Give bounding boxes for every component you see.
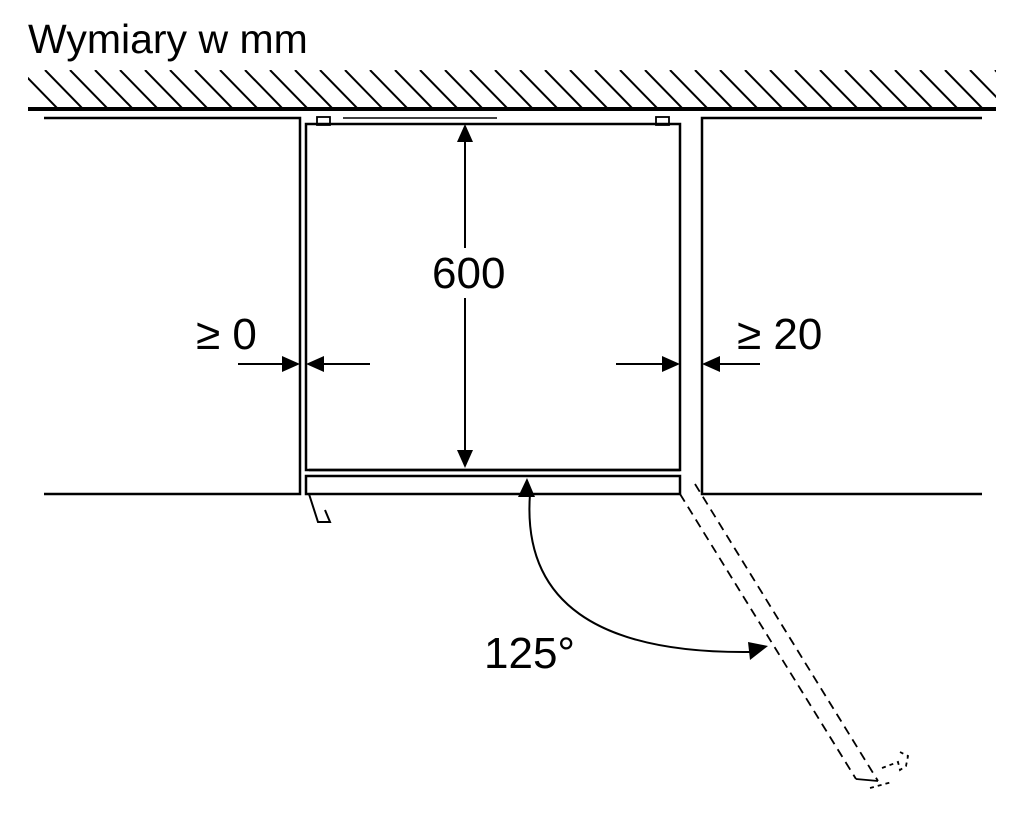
diagram-title: Wymiary w mm [28, 16, 308, 62]
appliance [304, 116, 682, 472]
hatch-stroke [444, 70, 483, 108]
hatch-stroke [69, 70, 108, 108]
hatch-stroke [619, 70, 658, 108]
left-cabinet [44, 116, 302, 496]
hatch-stroke [419, 70, 458, 108]
hatch-stroke [194, 70, 233, 108]
door-closed [304, 474, 682, 523]
hatch-stroke [969, 70, 996, 99]
hatch-stroke [744, 70, 783, 108]
hatch-stroke [919, 70, 958, 108]
hatch-stroke [169, 70, 208, 108]
hatch-stroke [144, 70, 183, 108]
hatch-stroke [544, 70, 583, 108]
hatch-stroke [894, 70, 933, 108]
hatch-stroke [469, 70, 508, 108]
hatch-stroke [44, 70, 83, 108]
door-open-dashed [679, 483, 910, 789]
hatch-stroke [694, 70, 733, 108]
depth-dimension [457, 124, 473, 468]
hatch-stroke [569, 70, 608, 108]
hatch-stroke [319, 70, 358, 108]
arc-arrowhead-top [518, 478, 535, 497]
hatch-stroke [28, 76, 58, 108]
left-gap-label: ≥ 0 [196, 310, 257, 359]
hatch-stroke [494, 70, 533, 108]
hatch-stroke [994, 70, 996, 73]
hatch-stroke [269, 70, 308, 108]
hatch-stroke [94, 70, 133, 108]
hatch-stroke [294, 70, 333, 108]
arrowhead-up [457, 124, 473, 142]
hatch-stroke [794, 70, 833, 108]
hatch-stroke [244, 70, 283, 108]
depth-label: 600 [432, 249, 505, 298]
right-gap-label: ≥ 20 [737, 310, 822, 359]
hatch-stroke [219, 70, 258, 108]
right-cabinet [700, 116, 982, 496]
wall-hatching [28, 70, 996, 108]
hatch-stroke [644, 70, 683, 108]
hatch-stroke [119, 70, 158, 108]
right-gap-dimension [616, 356, 760, 372]
hatch-stroke [669, 70, 708, 108]
hatch-stroke [769, 70, 808, 108]
arrowhead-down [457, 450, 473, 468]
hatch-stroke [869, 70, 908, 108]
hatch-stroke [519, 70, 558, 108]
hatch-stroke [394, 70, 433, 108]
hatch-stroke [819, 70, 858, 108]
hatch-stroke [944, 70, 983, 108]
door-angle-label: 125° [484, 629, 575, 678]
arc-arrowhead-right [748, 642, 768, 660]
hatch-stroke [344, 70, 383, 108]
hatch-stroke [719, 70, 758, 108]
door-angle-arc [518, 478, 768, 660]
hatch-stroke [594, 70, 633, 108]
hatch-stroke [844, 70, 883, 108]
hatch-stroke [369, 70, 408, 108]
left-gap-dimension [238, 356, 370, 372]
